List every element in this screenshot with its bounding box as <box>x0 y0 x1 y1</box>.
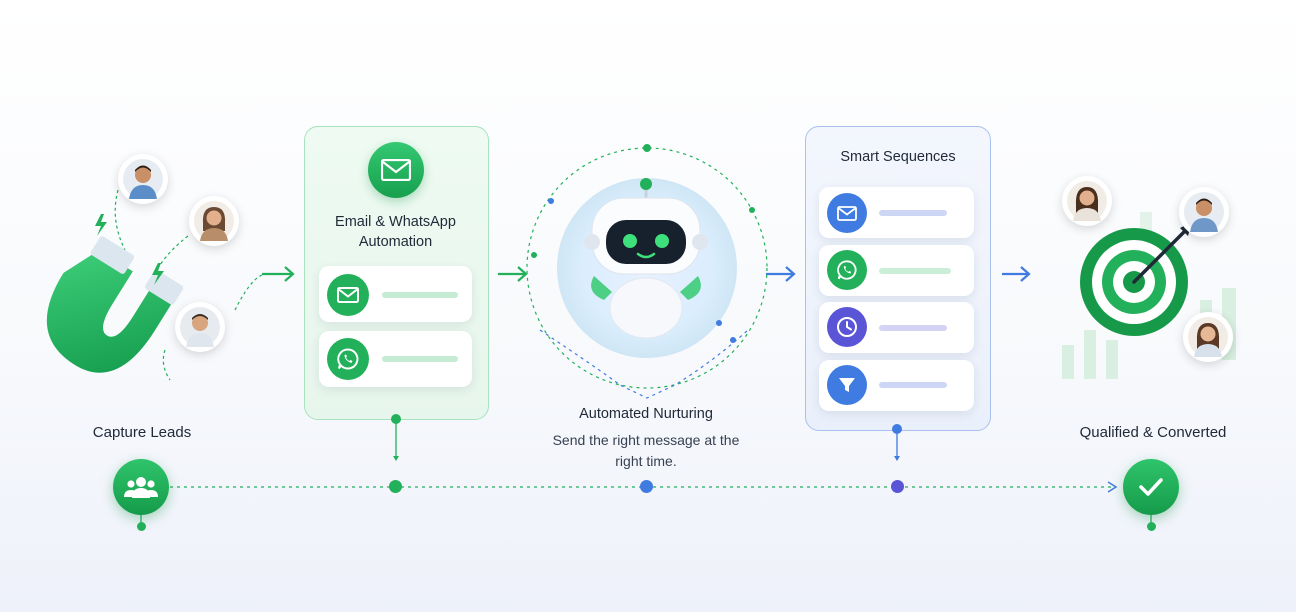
lead-avatar <box>189 196 239 246</box>
capture-leads-badge <box>113 459 169 515</box>
lead-avatar <box>118 154 168 204</box>
converted-badge <box>1123 459 1179 515</box>
filter-icon <box>827 365 867 405</box>
nurturing-subtitle: Send the right message at the right time… <box>552 432 740 469</box>
automation-title: Email & WhatsApp Automation <box>335 214 456 250</box>
whatsapp-icon <box>827 250 867 290</box>
magnet-icon <box>46 236 184 373</box>
capture-leads-label: Capture Leads <box>92 424 192 441</box>
arrow-sequences-to-converted <box>1002 266 1031 282</box>
email-badge <box>368 142 424 198</box>
clock-icon <box>827 307 867 347</box>
arrow-automation-to-nurturing <box>498 266 528 282</box>
sequences-title: Smart Sequences <box>840 149 956 165</box>
robot-icon <box>584 178 708 339</box>
email-icon <box>327 274 369 316</box>
customer-avatar <box>1062 176 1112 226</box>
checkmark-icon <box>1139 478 1163 496</box>
arrow-nurturing-to-sequences <box>766 266 796 282</box>
users-icon <box>124 477 158 498</box>
arrow-capture-to-automation <box>262 266 295 282</box>
email-icon <box>827 193 867 233</box>
lightning-icon <box>95 214 107 236</box>
nurturing-label: Automated Nurturing <box>579 406 713 422</box>
timeline-arrowhead <box>1107 481 1118 493</box>
customer-avatar <box>1183 312 1233 362</box>
lead-avatar <box>175 302 225 352</box>
whatsapp-icon <box>327 338 369 380</box>
email-icon <box>381 159 411 181</box>
converted-label: Qualified & Converted <box>1079 424 1227 441</box>
lightning-icon <box>152 263 164 285</box>
customer-avatar <box>1179 187 1229 237</box>
nurturing-orbit <box>526 147 768 389</box>
